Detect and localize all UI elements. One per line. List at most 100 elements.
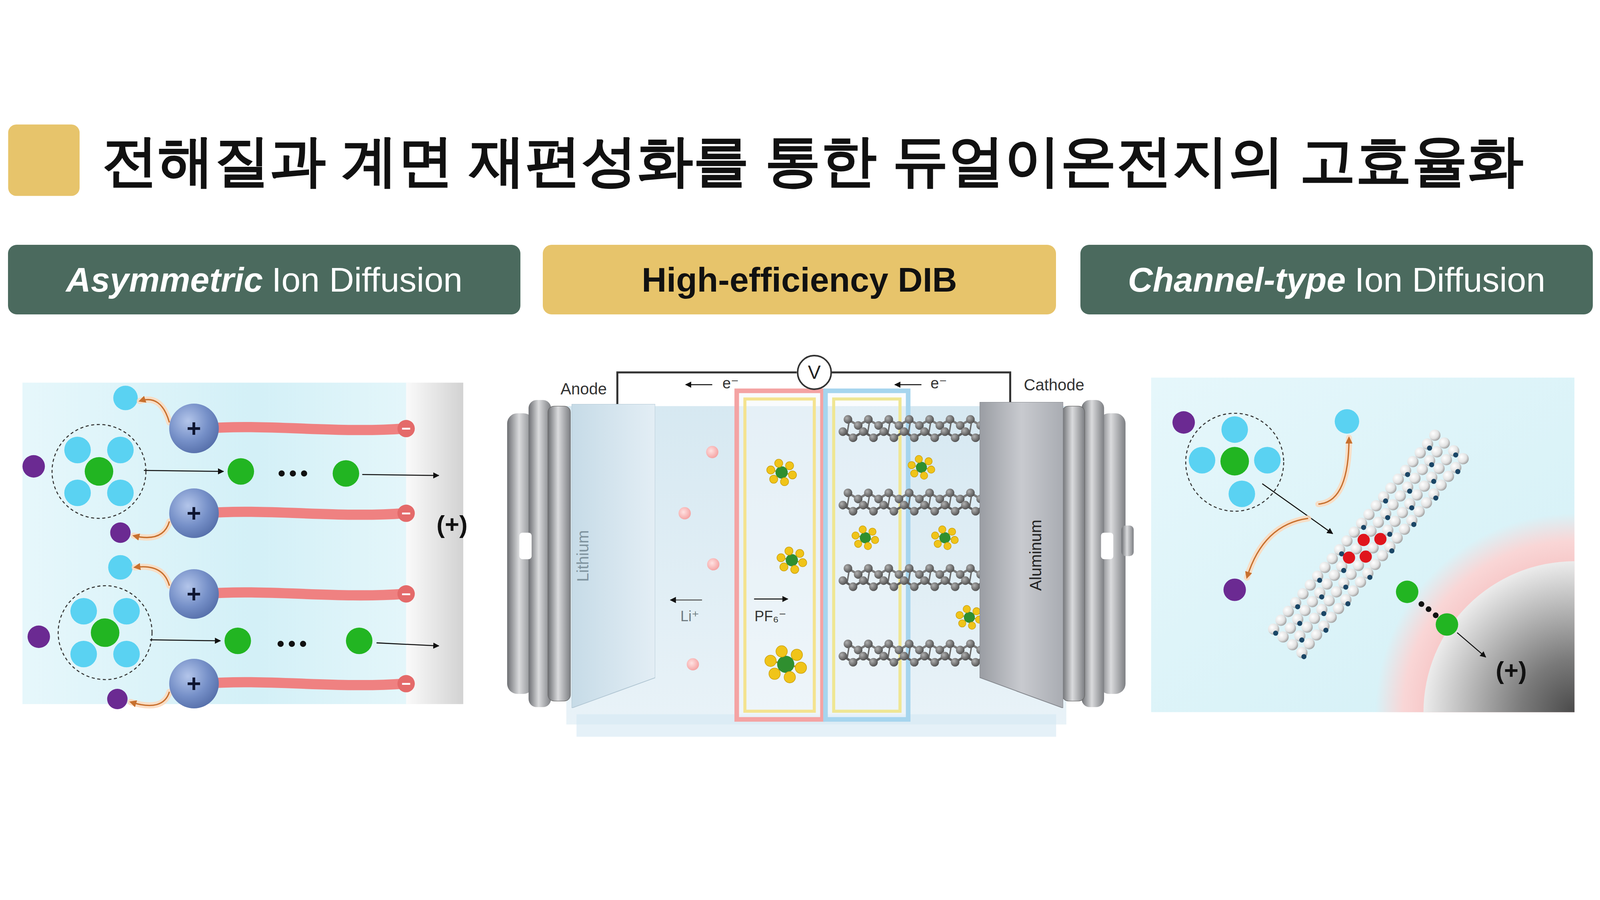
carbon-atom [920, 427, 929, 436]
interlayer-bond [948, 646, 951, 660]
carbon-atom [879, 652, 888, 661]
lithium-ion [707, 558, 720, 571]
channel-atom [1398, 523, 1410, 535]
solvation-shell [52, 424, 146, 519]
fluorine-atom [958, 619, 966, 627]
anode-plate: Lithium [571, 404, 656, 708]
arrow-line [685, 384, 712, 386]
channel-atom [1348, 526, 1360, 538]
arrow-glow [139, 399, 170, 423]
nitrogen-atom [1295, 604, 1301, 610]
arrow-line [150, 639, 221, 641]
channel-atom [1321, 578, 1333, 590]
electrode-name: Anode [560, 380, 607, 398]
carbon-atom [930, 658, 939, 667]
ellipsis-dot [288, 640, 295, 647]
carbon-atom [858, 576, 868, 585]
section-header: High-efficiency DIB [542, 244, 1056, 315]
carbon-atom [899, 652, 908, 661]
carbon-atom [869, 658, 878, 667]
carbon-atom [940, 576, 950, 585]
electrode-band [406, 382, 464, 705]
solvent-molecule [1334, 409, 1360, 434]
arrow-glow [133, 521, 170, 538]
nitrogen-atom [1405, 472, 1411, 478]
channel-atom [1286, 639, 1298, 651]
nitrogen-atom [1321, 611, 1327, 617]
arrow-line [144, 470, 224, 472]
nitrogen-atom [1301, 654, 1307, 660]
illustration-group [8, 124, 1600, 900]
carbon-atom [864, 415, 873, 424]
interlayer-bond [867, 571, 870, 584]
ellipsis-dot [289, 470, 296, 477]
nitrogen-atom [1383, 498, 1389, 504]
carbon-atom [930, 506, 939, 516]
nitrogen-atom [1429, 462, 1435, 468]
curved-arrow [130, 692, 170, 706]
carbon-atom [838, 427, 847, 436]
cation-sphere-text: + [186, 670, 202, 698]
channel-atom [1440, 454, 1452, 466]
carbon-atom [966, 564, 975, 573]
channel-atom [1282, 606, 1294, 618]
carbon-atom [848, 506, 858, 516]
carbon-atom [864, 639, 873, 648]
channel-atom [1347, 585, 1359, 597]
cation-sphere-text: + [186, 414, 202, 442]
carbon-atom [848, 433, 858, 442]
carbon-atom [971, 433, 980, 442]
channel-atom [1414, 447, 1426, 459]
channel-atom [1411, 489, 1423, 501]
channel-atom [1306, 596, 1318, 608]
carbon-atom [879, 427, 888, 436]
wire [832, 372, 1011, 402]
fluorine-atom [784, 671, 796, 684]
fluorine-atom [768, 668, 781, 680]
fluorine-atom [780, 477, 789, 486]
channel-atom [1418, 480, 1430, 492]
nitrogen-atom [1455, 469, 1461, 475]
carbon-atom [925, 564, 934, 573]
interlayer-bond [846, 646, 849, 660]
title-marker [8, 124, 80, 196]
ellipsis-dot [1425, 606, 1432, 612]
fluorine-atom [790, 565, 799, 574]
ion-label: PF₆⁻ [754, 608, 787, 625]
cap-knob [1121, 525, 1134, 557]
text-row: + [186, 580, 202, 608]
carbon-atom [925, 639, 934, 648]
battery-cell [507, 384, 1134, 737]
fluorine-atom [944, 542, 952, 550]
fluorine-atom [791, 649, 803, 661]
charge-sign: − [401, 674, 411, 693]
carbon-atom [971, 506, 980, 516]
carbon-atom [940, 652, 950, 661]
nitrogen-atom [1427, 445, 1433, 451]
anion [90, 618, 120, 647]
carbon-atom [910, 582, 919, 591]
tail-end [397, 675, 415, 693]
interlayer-bond [928, 571, 931, 584]
tail-end [397, 585, 415, 603]
carbon-atom [945, 488, 954, 497]
nitrogen-atom [1453, 452, 1459, 458]
section-header-text: Channel-type [1128, 260, 1346, 299]
nitrogen-atom [1409, 505, 1415, 511]
interlayer-bond [948, 571, 951, 584]
fluorine-atom [788, 470, 797, 479]
end-cap [548, 406, 571, 701]
arrow-line [754, 598, 788, 600]
carbon-atom [869, 506, 878, 516]
channel-atom [1277, 631, 1289, 643]
channel-atom [1370, 500, 1382, 512]
electrode-surface [1423, 561, 1575, 713]
charge-sign: − [401, 504, 411, 522]
fluorine-atom [868, 528, 876, 536]
carbon-atom [838, 500, 847, 510]
polymer-tail [204, 682, 404, 686]
interlayer-bond [969, 496, 972, 509]
channel-atom [1325, 611, 1337, 623]
nitrogen-atom [1319, 594, 1325, 600]
carbon-atom [843, 564, 852, 573]
